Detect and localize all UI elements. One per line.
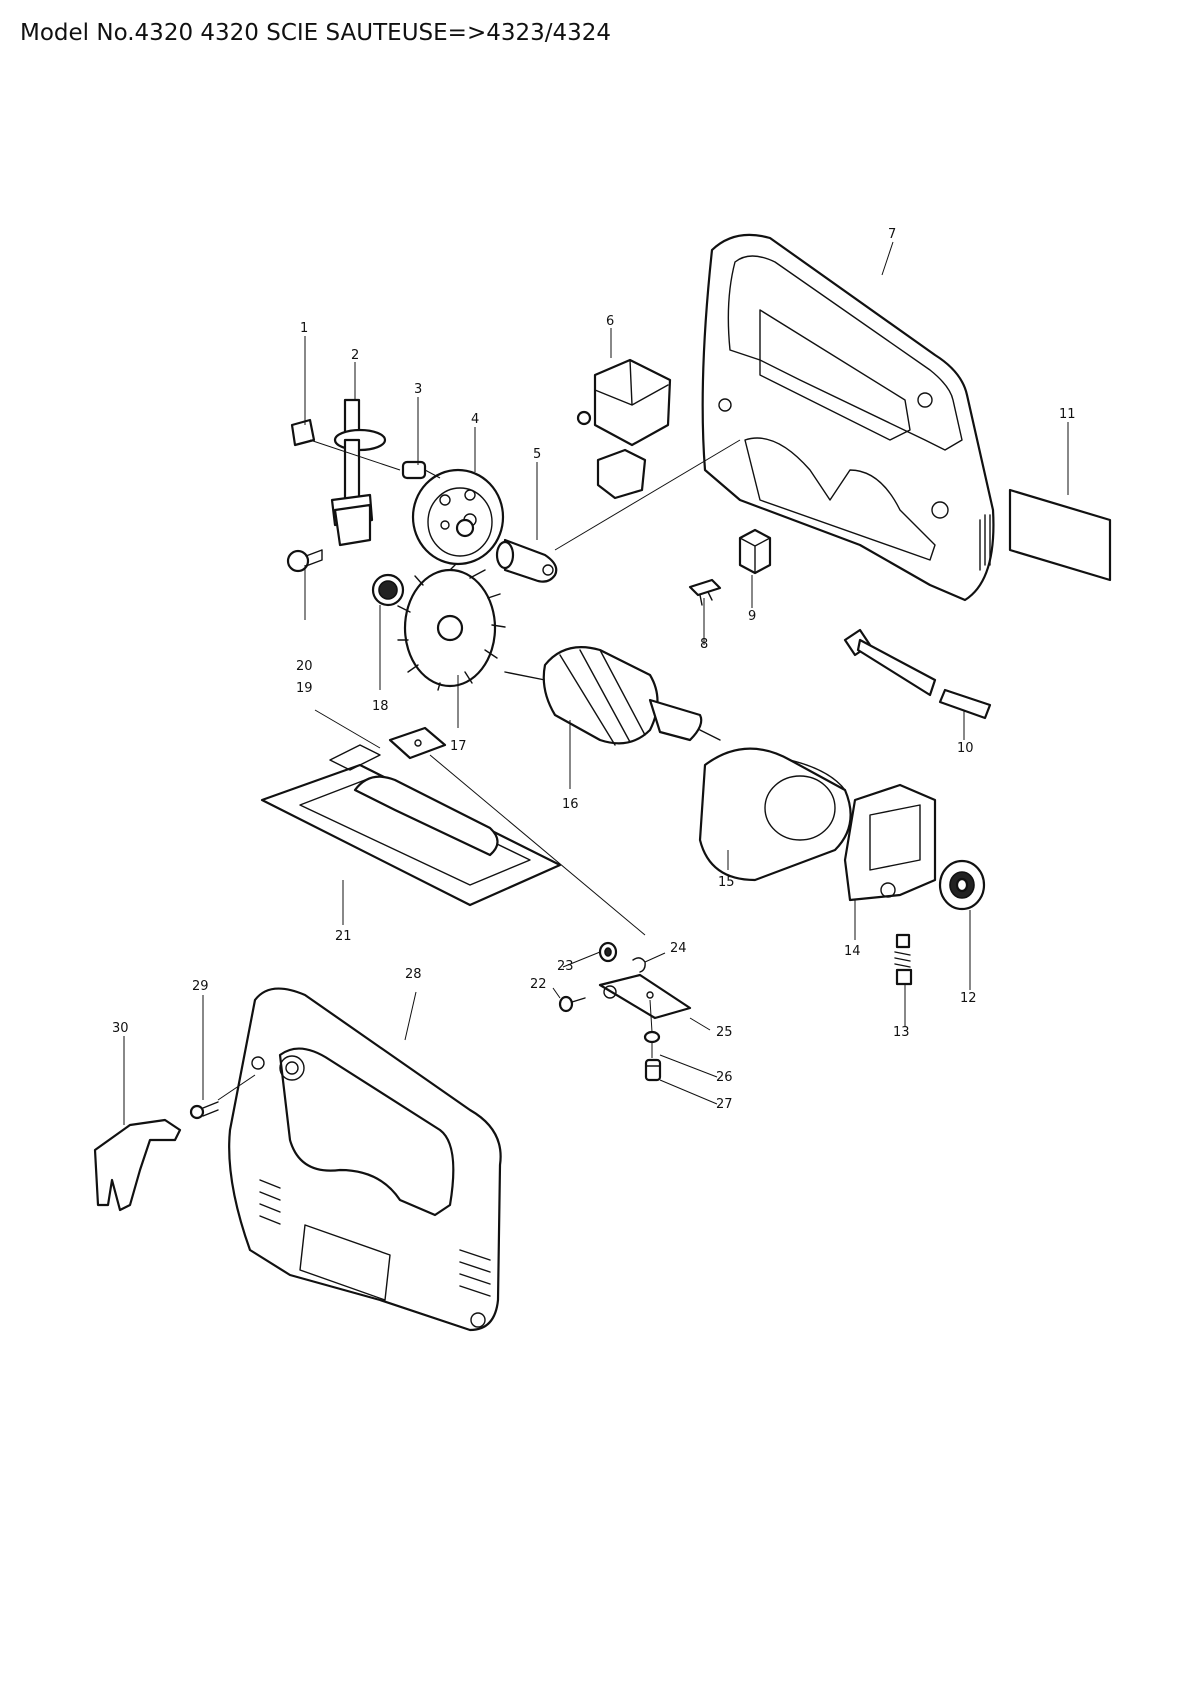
part-1-bush xyxy=(290,418,316,447)
part-11-nameplate xyxy=(1008,488,1112,582)
part-15-field xyxy=(698,747,852,882)
callout-9: 9 xyxy=(748,609,756,624)
part-12-bearing xyxy=(938,859,986,911)
part-25-blade-holder xyxy=(598,973,692,1020)
callout-5: 5 xyxy=(533,447,541,462)
callout-29: 29 xyxy=(192,979,209,994)
part-2-plunger xyxy=(330,398,387,547)
part-17-fan xyxy=(397,559,506,691)
part-9-brush-cap xyxy=(738,528,772,575)
callout-8: 8 xyxy=(700,637,708,652)
part-6-switch xyxy=(576,358,672,500)
callout-2: 2 xyxy=(351,348,359,363)
callout-25: 25 xyxy=(716,1025,733,1040)
part-8-carbon-brush xyxy=(688,578,722,606)
callout-15: 15 xyxy=(718,875,735,890)
part-4-gear xyxy=(411,468,505,566)
part-22-screw xyxy=(558,995,586,1013)
callout-28: 28 xyxy=(405,967,422,982)
part-18-bearing xyxy=(371,573,405,607)
callout-16: 16 xyxy=(562,797,579,812)
callout-4: 4 xyxy=(471,412,479,427)
callout-27: 27 xyxy=(716,1097,733,1112)
callout-6: 6 xyxy=(606,314,614,329)
part-26-washer xyxy=(643,1030,661,1044)
callout-30: 30 xyxy=(112,1021,129,1036)
part-29-screw xyxy=(189,1101,219,1120)
callout-1: 1 xyxy=(300,321,308,336)
callout-17: 17 xyxy=(450,739,467,754)
part-19-plate xyxy=(388,726,447,760)
callout-18: 18 xyxy=(372,699,389,714)
part-21-base xyxy=(260,744,562,907)
callout-3: 3 xyxy=(414,382,422,397)
part-23-roller xyxy=(598,941,618,963)
part-20-screw xyxy=(286,549,323,573)
callout-22: 22 xyxy=(530,977,547,992)
callout-13: 13 xyxy=(893,1025,910,1040)
callout-21: 21 xyxy=(335,929,352,944)
part-28-housing-left xyxy=(228,987,502,1332)
part-16-armature xyxy=(504,646,721,746)
callout-11: 11 xyxy=(1059,407,1076,422)
part-3-bushing xyxy=(401,460,427,480)
page-title: Model No.4320 4320 SCIE SAUTEUSE=>4323/4… xyxy=(20,20,612,46)
callout-19: 19 xyxy=(296,681,313,696)
part-30-blade-guard xyxy=(93,1118,182,1212)
callout-labels: 7 6 1 2 3 4 5 11 9 8 20 19 18 17 10 16 1… xyxy=(112,227,1076,1112)
part-7-housing-right xyxy=(701,233,995,602)
callout-14: 14 xyxy=(844,944,861,959)
callout-10: 10 xyxy=(957,741,974,756)
callout-7: 7 xyxy=(888,227,896,242)
leader-lines xyxy=(123,241,1069,1125)
callout-20: 20 xyxy=(296,659,313,674)
part-13-spring xyxy=(894,933,913,986)
part-14-brush-holder xyxy=(843,783,937,902)
callout-23: 23 xyxy=(557,959,574,974)
part-5-crank xyxy=(495,538,558,583)
part-10-cord-guard xyxy=(843,628,992,720)
callout-24: 24 xyxy=(670,941,687,956)
callout-26: 26 xyxy=(716,1070,733,1085)
callout-12: 12 xyxy=(960,991,977,1006)
part-27-bolt xyxy=(644,1058,662,1082)
part-24-ring xyxy=(632,957,646,973)
